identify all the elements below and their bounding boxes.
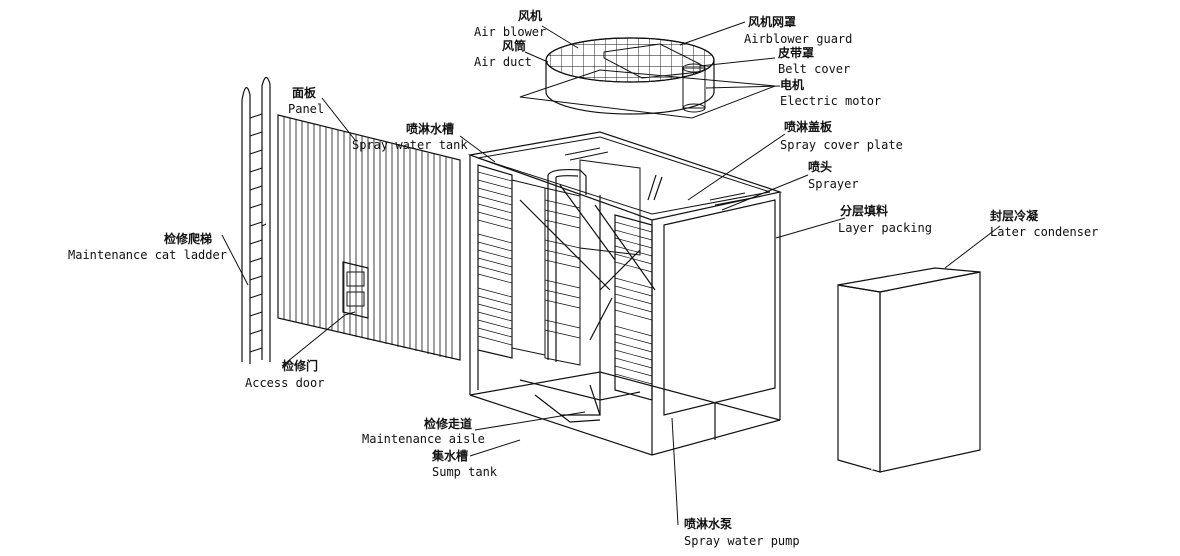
electric-motor-label-cn: 电机 <box>780 77 804 92</box>
air-duct-label-cn: 风筒 <box>502 38 526 53</box>
leader-lines <box>221 21 1001 526</box>
layer-packing-label-en: Layer packing <box>838 221 932 235</box>
panel-label-cn: 面板 <box>292 85 317 100</box>
airblower-guard-label-cn: 风机网罩 <box>748 14 796 29</box>
panel-label-en: Panel <box>288 102 324 116</box>
access-door-shape <box>342 261 369 319</box>
airblower-guard-label-en: Airblower guard <box>744 32 852 46</box>
fan-assembly <box>519 37 776 119</box>
maintenance-cat-ladder-shape <box>241 76 271 364</box>
maintenance-aisle-label-cn: 检修走道 <box>424 416 472 431</box>
air-blower-label-en: Air blower <box>474 25 546 39</box>
maintenance-aisle-label-en: Maintenance aisle <box>362 432 485 446</box>
sprayer-label-cn: 喷头 <box>808 159 832 174</box>
maintenance-cat-ladder-label-en: Maintenance cat ladder <box>68 248 227 262</box>
spray-cover-plate-label-cn: 喷淋盖板 <box>784 119 833 134</box>
maintenance-cat-ladder-label-cn: 检修爬梯 <box>164 231 212 246</box>
spray-water-pump-label-en: Spray water pump <box>684 534 800 548</box>
side-panel-shape <box>277 114 461 361</box>
sprayer-label-en: Sprayer <box>808 177 859 191</box>
spray-water-tank-label-en: Spray water tank <box>352 138 468 152</box>
spray-water-pump-label-cn: 喷淋水泵 <box>684 516 732 531</box>
later-condenser-label-cn: 封层冷凝 <box>990 208 1039 223</box>
electric-motor-label-en: Electric motor <box>780 94 881 108</box>
sump-tank-label-cn: 集水槽 <box>431 448 468 463</box>
air-duct-label-en: Air duct <box>474 55 532 69</box>
air-duct-shell <box>545 60 715 115</box>
later-condenser-shape <box>837 267 981 473</box>
air-blower-label-cn: 风机 <box>518 8 542 23</box>
belt-cover-label-en: Belt cover <box>778 62 850 76</box>
electric-motor-shape <box>682 67 706 109</box>
access-door-label-cn: 检修门 <box>282 358 318 373</box>
belt-cover-shape <box>603 43 701 79</box>
access-door-label-en: Access door <box>245 376 324 390</box>
belt-cover-label-cn: 皮带罩 <box>777 45 814 60</box>
later-condenser-label-en: Later condenser <box>990 225 1098 239</box>
tower-body <box>467 131 783 456</box>
spray-cover-plate-label-en: Spray cover plate <box>780 138 903 152</box>
labels: 风机 Air blower 风筒 Air duct 风机网罩 Airblower… <box>68 8 1098 548</box>
spray-water-tank-label-cn: 喷淋水槽 <box>406 121 454 136</box>
layer-packing-label-cn: 分层填料 <box>840 203 888 218</box>
sump-tank-label-en: Sump tank <box>432 465 498 479</box>
